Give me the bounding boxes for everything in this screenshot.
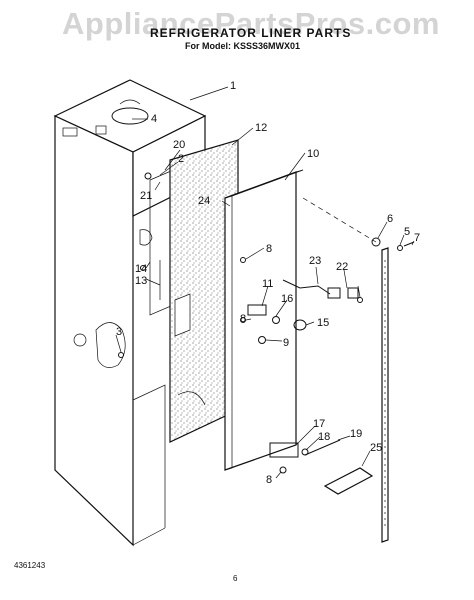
page-number: 6 [233,574,238,583]
cabinet-liner [53,79,207,547]
callout-labels: 1 4 12 20 2 21 24 10 8 14 13 23 22 11 16… [116,80,420,486]
callout-label: 13 [135,275,147,287]
callout-label: 9 [283,337,289,349]
leader-lines [115,86,415,479]
callout-label: 14 [135,263,147,275]
insulation-panel [169,139,239,443]
callout-label: 12 [255,122,267,134]
callout-label: 19 [350,428,362,440]
callout-label: 2 [178,153,184,165]
watermark: AppliancePartsPros.com [62,6,440,41]
callout-label: 8 [266,243,272,255]
callout-label: 25 [370,442,382,454]
model-label: For Model: KSSS36MWX01 [185,41,301,51]
callout-label: 7 [414,232,420,244]
callout-label: 20 [173,139,185,151]
callout-label: 22 [336,261,348,273]
fasteners-left [118,172,152,358]
callout-label: 3 [116,326,122,338]
callout-label: 21 [140,190,152,202]
callout-label: 16 [281,293,293,305]
callout-label: 23 [309,255,321,267]
callout-label: 5 [404,226,410,238]
diagram-title: REFRIGERATOR LINER PARTS [150,26,352,40]
hinge-hardware [269,439,374,495]
callout-label: 6 [387,213,393,225]
top-vent [111,107,149,125]
callout-label: 15 [317,317,329,329]
callout-label: 11 [262,278,273,290]
callout-label: 8 [240,313,246,325]
callout-label: 17 [313,418,325,430]
callout-label: 10 [307,148,319,160]
callout-label: 1 [230,80,236,92]
liner-door-panel [224,169,304,471]
callout-label: 24 [198,195,210,207]
document-code: 4361243 [14,561,46,570]
lamp-switch-hardware [240,257,363,344]
callout-label: 4 [151,113,157,125]
callout-label: 18 [318,431,330,443]
callout-label: 8 [266,474,272,486]
trim-strip [302,197,415,543]
